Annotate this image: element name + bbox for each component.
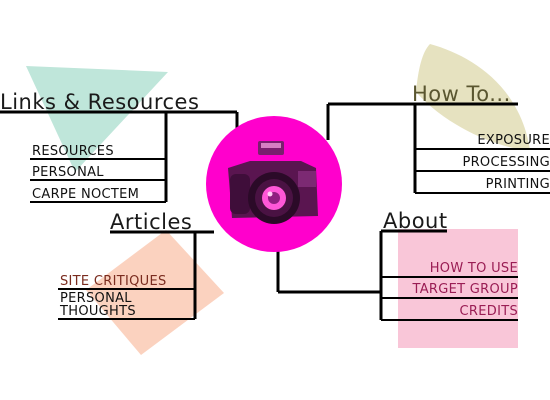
links-item-personal[interactable]: PERSONAL: [32, 165, 104, 180]
camera-home-button[interactable]: [206, 116, 342, 252]
links-item-resources[interactable]: RESOURCES: [32, 144, 114, 159]
how-to-item-exposure[interactable]: EXPOSURE: [477, 133, 550, 148]
links-item-carpe-noctem[interactable]: CARPE NOCTEM: [32, 187, 140, 202]
about-item-credits[interactable]: CREDITS: [459, 304, 518, 319]
how-to-item-printing[interactable]: PRINTING: [485, 177, 550, 192]
articles-item-thoughts[interactable]: THOUGHTS: [60, 304, 136, 319]
articles-item-site-critiques[interactable]: SITE CRITIQUES: [60, 274, 167, 289]
about-item-how-to-use[interactable]: HOW TO USE: [429, 261, 518, 276]
how-to-heading[interactable]: How To...: [412, 82, 511, 106]
how-to-item-processing[interactable]: PROCESSING: [462, 155, 550, 170]
links-resources-heading[interactable]: Links & Resources: [0, 90, 200, 114]
about-heading[interactable]: About: [383, 209, 448, 233]
camera-icon: [206, 116, 342, 252]
articles-heading[interactable]: Articles: [110, 210, 193, 234]
about-item-target-group[interactable]: TARGET GROUP: [412, 282, 518, 297]
articles-item-personal[interactable]: PERSONAL: [60, 291, 132, 306]
